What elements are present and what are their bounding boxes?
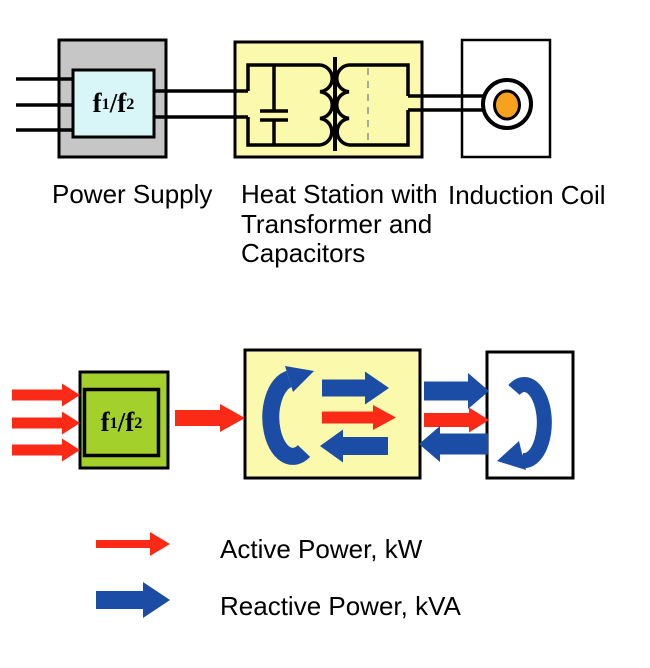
transformer-secondary-coil <box>335 63 350 147</box>
active-power-arrow-converter-out <box>175 404 245 432</box>
active-power-arrow-input-2 <box>12 411 80 435</box>
heat-station-label: Heat Station with Transformer and Capaci… <box>241 179 438 269</box>
workpiece-dot <box>493 89 521 121</box>
reactive-power-arrow-left-inside <box>320 429 388 463</box>
active-power-arrow-inside-heat-station <box>322 405 396 430</box>
heat-station-box <box>233 40 424 159</box>
active-power-arrow-input-1 <box>12 383 80 407</box>
heat-station-label-line2: Transformer and <box>241 208 433 239</box>
reactive-power-arrow-right-inside <box>322 371 389 405</box>
legend-reactive-label: Reactive Power, kVA <box>220 591 461 621</box>
power-supply-label: Power Supply <box>52 179 213 209</box>
induction-coil-label: Induction Coil <box>448 180 606 210</box>
freq-f1: f <box>92 88 102 118</box>
three-phase-input-lines <box>16 77 73 132</box>
power-supply-output-lines <box>154 89 248 119</box>
circulating-reactive-arrow-right-arc <box>508 377 552 468</box>
secondary-wiring <box>349 63 410 147</box>
circulating-reactive-arrow-right-head <box>497 441 526 470</box>
legend-active-label: Active Power, kW <box>220 534 423 564</box>
transformer-primary-coil <box>319 63 334 147</box>
coil-lead-lines <box>408 94 496 112</box>
circulating-reactive-arrow-left-arc <box>262 370 311 465</box>
active-power-arrow-to-coil <box>424 407 489 433</box>
reactive-power-arrow-to-coil <box>424 373 489 409</box>
converter-inner-frame <box>82 387 161 458</box>
active-power-arrows <box>12 383 489 556</box>
frequency-converter-box <box>71 68 156 139</box>
active-power-arrow-input-3 <box>12 438 80 462</box>
heat-station-label-line3: Capacitors <box>241 238 366 268</box>
reactive-power-arrow-from-coil <box>419 426 488 462</box>
freq-f2: /f <box>117 407 135 437</box>
reactive-power-arrows <box>96 366 552 618</box>
heat-station-label-line1: Heat Station with <box>241 179 438 209</box>
resonant-circuit-wiring <box>246 63 320 147</box>
legend-reactive-arrow-icon <box>96 582 170 618</box>
capacitor-symbol <box>260 65 288 145</box>
freq-f1: f <box>100 407 110 437</box>
circulating-reactive-arrow-left-head <box>285 366 314 392</box>
legend-active-arrow-icon <box>96 532 170 556</box>
freq-f2: /f <box>109 88 127 118</box>
